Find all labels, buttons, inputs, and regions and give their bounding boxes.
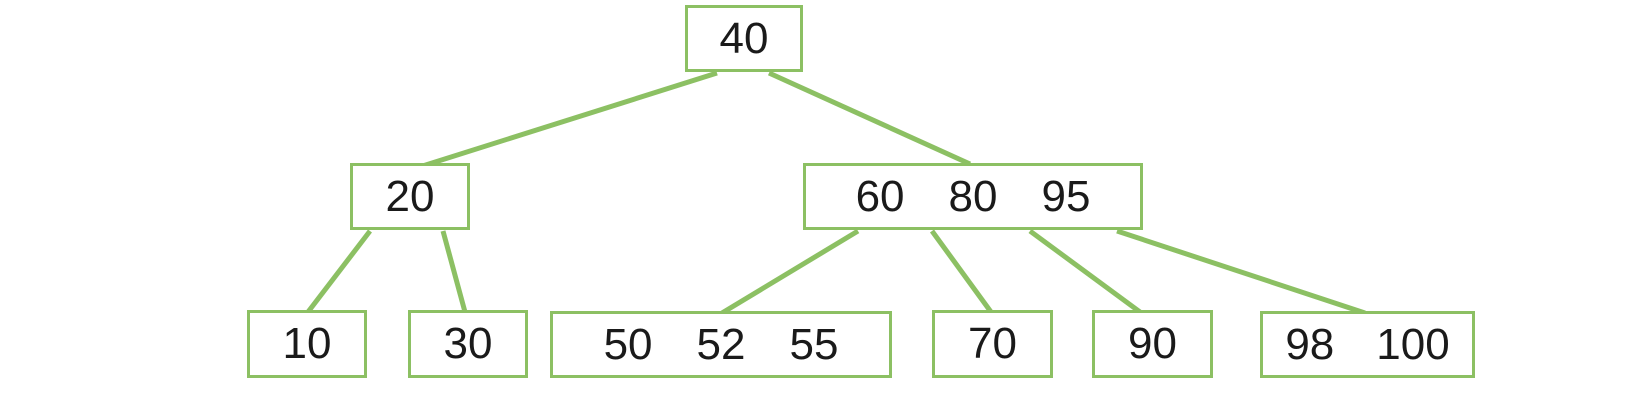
- node-key: 60: [855, 171, 905, 221]
- btree-node-90: 90: [1092, 310, 1213, 378]
- btree-node-50-52-55: 50 52 55: [550, 311, 892, 378]
- node-key: 70: [968, 319, 1017, 368]
- node-key: 30: [443, 319, 493, 368]
- edge-20-to-10: [306, 229, 372, 314]
- btree-node-20: 20: [350, 163, 470, 230]
- node-key: 20: [385, 171, 435, 221]
- edge-20-to-30: [440, 230, 468, 313]
- node-key: 100: [1376, 319, 1450, 369]
- node-key: 95: [1041, 171, 1091, 221]
- btree-node-60-80-95: 60 80 95: [803, 163, 1143, 230]
- btree-node-70: 70: [932, 310, 1053, 378]
- edge-60-80-95-to-50-52-55: [720, 228, 860, 316]
- edge-40-to-20: [412, 70, 718, 172]
- btree-node-30: 30: [408, 310, 528, 378]
- node-key: 55: [789, 319, 839, 369]
- btree-node-98-100: 98 100: [1260, 311, 1475, 378]
- node-key: 40: [719, 13, 769, 63]
- edge-60-80-95-to-70: [929, 229, 994, 314]
- btree-node-40: 40: [685, 5, 803, 72]
- edge-60-80-95-to-98-100: [1116, 228, 1366, 316]
- edge-40-to-60-80-95: [767, 70, 972, 167]
- node-key: 80: [948, 171, 998, 221]
- node-key: 50: [603, 319, 653, 369]
- node-key: 98: [1285, 319, 1335, 369]
- btree-node-10: 10: [247, 310, 367, 378]
- edge-60-80-95-to-90: [1028, 228, 1142, 315]
- node-key: 52: [696, 319, 746, 369]
- node-key: 10: [282, 319, 332, 368]
- node-key: 90: [1128, 319, 1177, 368]
